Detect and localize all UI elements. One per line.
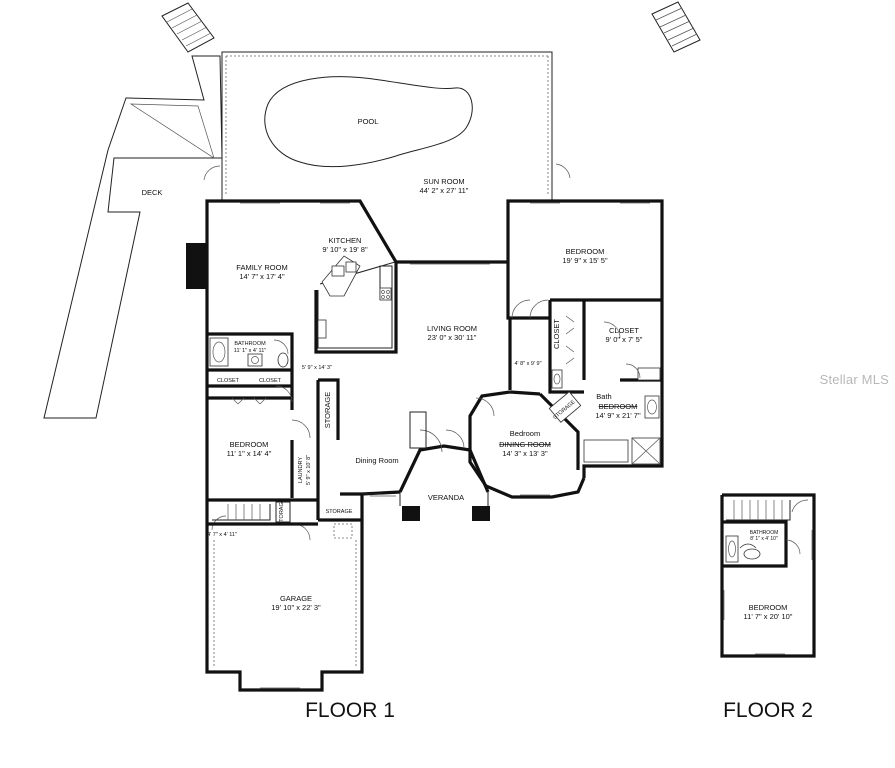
- bedroom-west-dims: 11' 1" x 14' 4": [227, 449, 272, 458]
- bath-east-old-label: BEDROOM: [599, 402, 638, 411]
- deck-label: DECK: [142, 188, 163, 197]
- bathroom-west-dims: 11' 1" x 4' 11": [234, 348, 266, 354]
- watermark: Stellar MLS: [819, 372, 889, 387]
- floor-1-labels: KITCHEN 9' 10" x 19' 8" FAMILY ROOM 14' …: [207, 236, 643, 612]
- sun-room-dims: 44' 2" x 27' 11": [420, 186, 469, 195]
- sun-room: SUN ROOM 44' 2" x 27' 11": [203, 51, 571, 200]
- hall-dims: 5' 9" x 14' 3": [302, 365, 332, 371]
- storage-closet-label: STORAGE: [326, 509, 353, 515]
- stairs-northeast: [651, 1, 701, 53]
- kitchen-dims: 9' 10" x 19' 8": [322, 245, 368, 254]
- kitchen-label: KITCHEN: [329, 236, 362, 245]
- kitchen-fixtures: [317, 255, 393, 349]
- family-room-dims: 14' 7" x 17' 4": [239, 272, 285, 281]
- bedroom-center-old-label: DINING ROOM: [499, 440, 551, 449]
- closet-e-label: CLOSET: [609, 326, 639, 335]
- hall-small-dims: 4' 8" x 9' 9": [514, 361, 541, 367]
- bath-fixtures-west: [209, 337, 289, 368]
- laundry-dims: 5' 9" x 10' 8": [306, 455, 312, 485]
- bathroom-2-dims: 8' 1" x 4' 10": [750, 536, 778, 542]
- bedroom-center-dims: 14' 3" x 13' 3": [502, 449, 548, 458]
- closet-w1-label: CLOSET: [217, 378, 240, 384]
- veranda-posts: [399, 492, 490, 521]
- sun-room-label: SUN ROOM: [423, 177, 464, 186]
- bedroom-center-label: Bedroom: [510, 429, 540, 438]
- garage-walls: [205, 500, 364, 692]
- floor-2-title: FLOOR 2: [723, 699, 813, 722]
- garage-dims: 19' 10" x 22' 3": [271, 603, 321, 612]
- small-room-dims: 4' 7" x 4' 11": [207, 532, 237, 538]
- veranda-label: VERANDA: [428, 493, 464, 502]
- closet-e-dims: 9' 0" x 7' 5": [606, 335, 643, 344]
- bathroom-west-label: BATHROOM: [234, 341, 266, 347]
- bedroom-2-dims: 11' 7" x 20' 10": [744, 612, 793, 621]
- bathroom-2-label: BATHROOM: [750, 530, 779, 536]
- bedroom-2-label: BEDROOM: [749, 603, 788, 612]
- dining-room-label: Dining Room: [355, 456, 398, 465]
- bedroom-ne-dims: 19' 9" x 15' 5": [562, 256, 608, 265]
- closet-vertical-label: CLOSET: [552, 319, 561, 349]
- living-room-dims: 23' 0" x 30' 11": [428, 333, 477, 342]
- laundry-label: LAUNDRY: [298, 457, 304, 484]
- bath-fixtures-east: [548, 367, 661, 465]
- garage-label: GARAGE: [280, 594, 312, 603]
- storage-1-label: STORAGE: [323, 392, 332, 429]
- living-room-label: LIVING ROOM: [427, 324, 477, 333]
- windows: [240, 202, 650, 689]
- bedroom-west-label: BEDROOM: [230, 440, 269, 449]
- family-room-label: FAMILY ROOM: [236, 263, 287, 272]
- closet-w2-label: CLOSET: [259, 378, 282, 384]
- storage-stair-label: STORAGE: [279, 498, 285, 525]
- bath-east-label: Bath: [596, 392, 611, 401]
- bedroom-ne-label: BEDROOM: [566, 247, 605, 256]
- house-walls: [186, 199, 664, 500]
- stairs-northwest: [161, 2, 215, 53]
- pool: POOL: [264, 76, 473, 168]
- floor-1-title: FLOOR 1: [305, 699, 395, 722]
- deck: DECK: [43, 55, 223, 419]
- interior-walls: [207, 261, 662, 524]
- floor-2-plan: BATHROOM 8' 1" x 4' 10" BEDROOM 11' 7" x…: [720, 493, 816, 658]
- bath-east-dims: 14' 9" x 21' 7": [595, 411, 641, 420]
- pool-label: POOL: [358, 117, 379, 126]
